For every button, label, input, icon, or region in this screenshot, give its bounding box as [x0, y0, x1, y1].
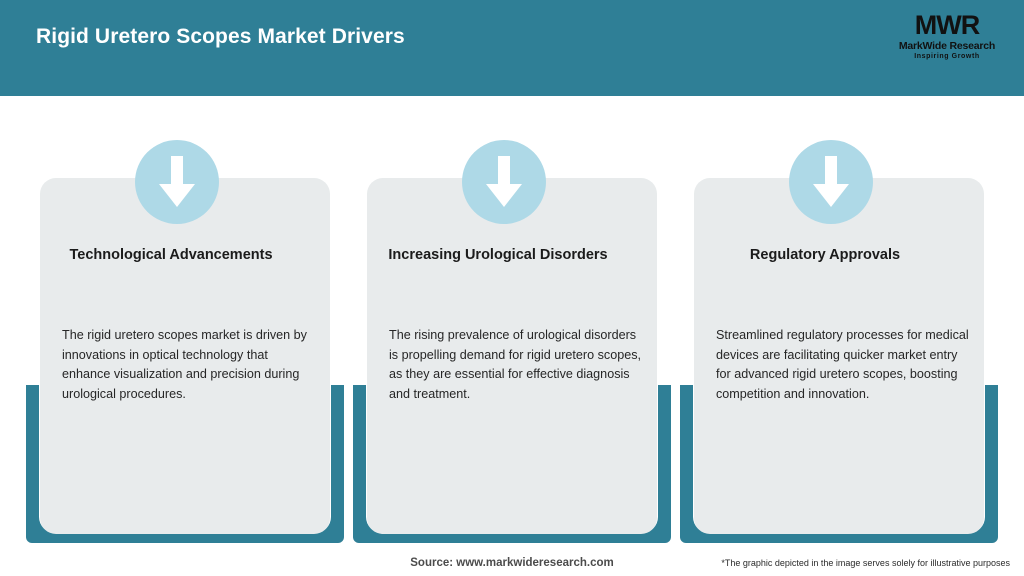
disclaimer-label: *The graphic depicted in the image serve… — [721, 558, 1010, 568]
card-panel — [367, 178, 657, 534]
card-panel — [40, 178, 330, 534]
arrow-down-glyph — [159, 156, 195, 207]
driver-card-2: Increasing Urological Disorders The risi… — [353, 140, 671, 544]
card-body-text: The rigid uretero scopes market is drive… — [62, 328, 307, 401]
logo-monogram: MWR — [914, 10, 980, 40]
card-body-text: The rising prevalence of urological diso… — [389, 328, 642, 401]
logo-tagline: Inspiring Growth — [914, 53, 980, 60]
arrow-down-glyph — [813, 156, 849, 207]
card-heading: Increasing Urological Disorders — [388, 247, 608, 263]
driver-card-3: Regulatory Approvals Streamlined regulat… — [680, 140, 998, 544]
card-body-text: Streamlined regulatory processes for med… — [716, 328, 969, 401]
brand-logo: MWR MarkWide Research Inspiring Growth — [888, 10, 1006, 72]
card-heading: Technological Advancements — [69, 247, 273, 263]
source-label: Source: www.markwideresearch.com — [410, 557, 614, 569]
arrow-down-icon — [789, 140, 873, 224]
arrow-down-glyph — [486, 156, 522, 207]
driver-card-1: Technological Advancements The rigid ure… — [26, 140, 344, 544]
card-panel — [694, 178, 984, 534]
page-title: Rigid Uretero Scopes Market Drivers — [36, 25, 405, 48]
logo-company-name: MarkWide Research — [898, 40, 996, 52]
arrow-down-icon — [135, 140, 219, 224]
header-bar: Rigid Uretero Scopes Market Drivers MWR … — [0, 0, 1024, 96]
arrow-down-icon — [462, 140, 546, 224]
card-heading: Regulatory Approvals — [749, 247, 901, 263]
